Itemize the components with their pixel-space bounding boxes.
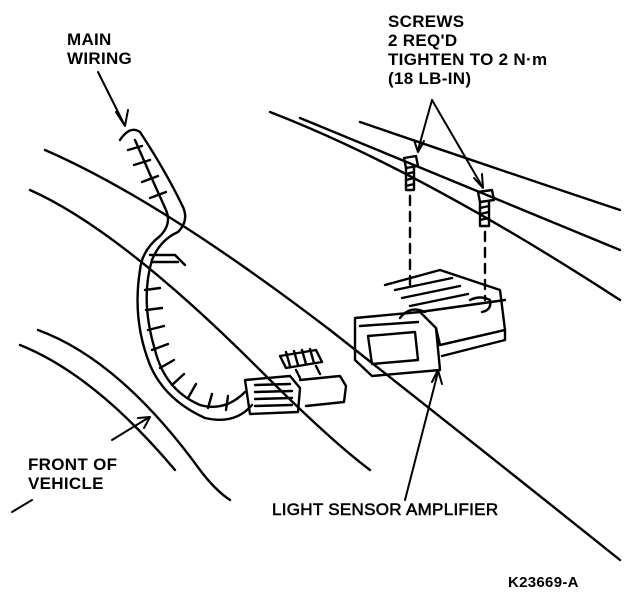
main-wiring-label-line: WIRING [67,49,133,68]
panel-outline [18,110,622,562]
screws-label-line: TIGHTEN TO 2 N·m [388,50,548,69]
leader-arrows [11,71,484,513]
screw-left [402,154,420,192]
front-of-vehicle-label-line: FRONT OF [28,455,118,474]
screws-label: SCREWS 2 REQ'D TIGHTEN TO 2 N·m (18 LB-I… [388,12,547,88]
main-wiring-label-line: MAIN [67,30,112,49]
front-of-vehicle-label: FRONT OF VEHICLE [28,455,117,493]
figure-code: K23669-A [508,574,579,591]
screws-label-line: (18 LB-IN) [388,69,472,88]
main-wiring-harness [118,128,254,422]
main-wiring-label: MAIN WIRING [67,30,132,68]
front-of-vehicle-label-line: VEHICLE [28,474,104,493]
screws-label-line: 2 REQ'D [388,31,458,50]
harness-connector [243,347,348,416]
amplifier-body [353,268,507,378]
screw-alignment-lines [408,194,487,302]
screws-label-line: SCREWS [388,12,465,31]
screw-right [476,188,496,228]
light-sensor-amplifier-label: LIGHT SENSOR AMPLIFIER [272,500,499,520]
